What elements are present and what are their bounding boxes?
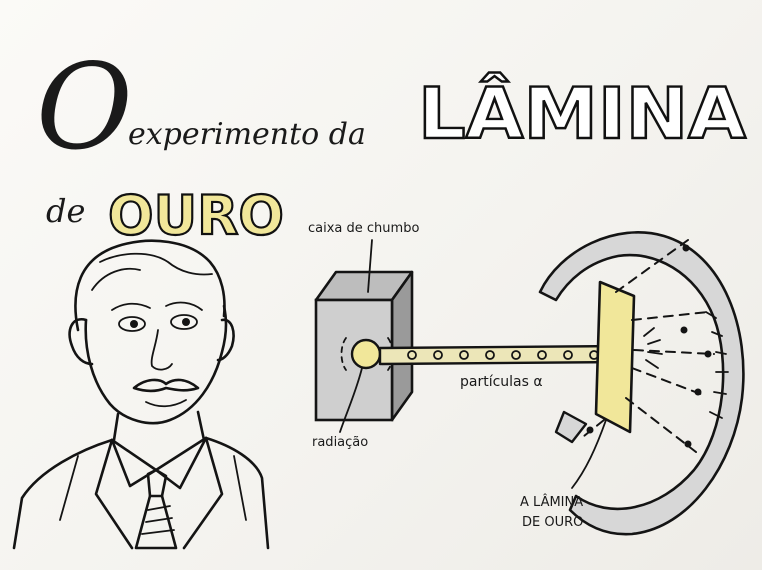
title-prefix2: de — [46, 192, 85, 230]
lead-box-icon — [314, 270, 414, 422]
title-big-word: LÂMINA — [418, 73, 746, 155]
title-letter-o: O — [36, 38, 133, 176]
label-source: radiação — [312, 435, 368, 450]
lead-box-pointer — [367, 239, 373, 293]
foil-pointer — [571, 419, 607, 489]
scientist-portrait-icon — [12, 239, 270, 550]
label-particles: partículas α — [460, 374, 543, 390]
title-gold-word: OURO — [108, 184, 284, 247]
label-lead-box: caixa de chumbo — [308, 221, 419, 236]
label-foil-line1: A LÂMINA — [520, 494, 583, 510]
title-line1: experimento da — [128, 117, 366, 152]
gold-foil-icon — [583, 239, 715, 453]
source-pointer — [339, 367, 363, 433]
label-foil-line2: DE OURO — [522, 515, 583, 530]
fluorescent-screen-icon — [538, 231, 745, 536]
particle-beam — [378, 344, 631, 366]
